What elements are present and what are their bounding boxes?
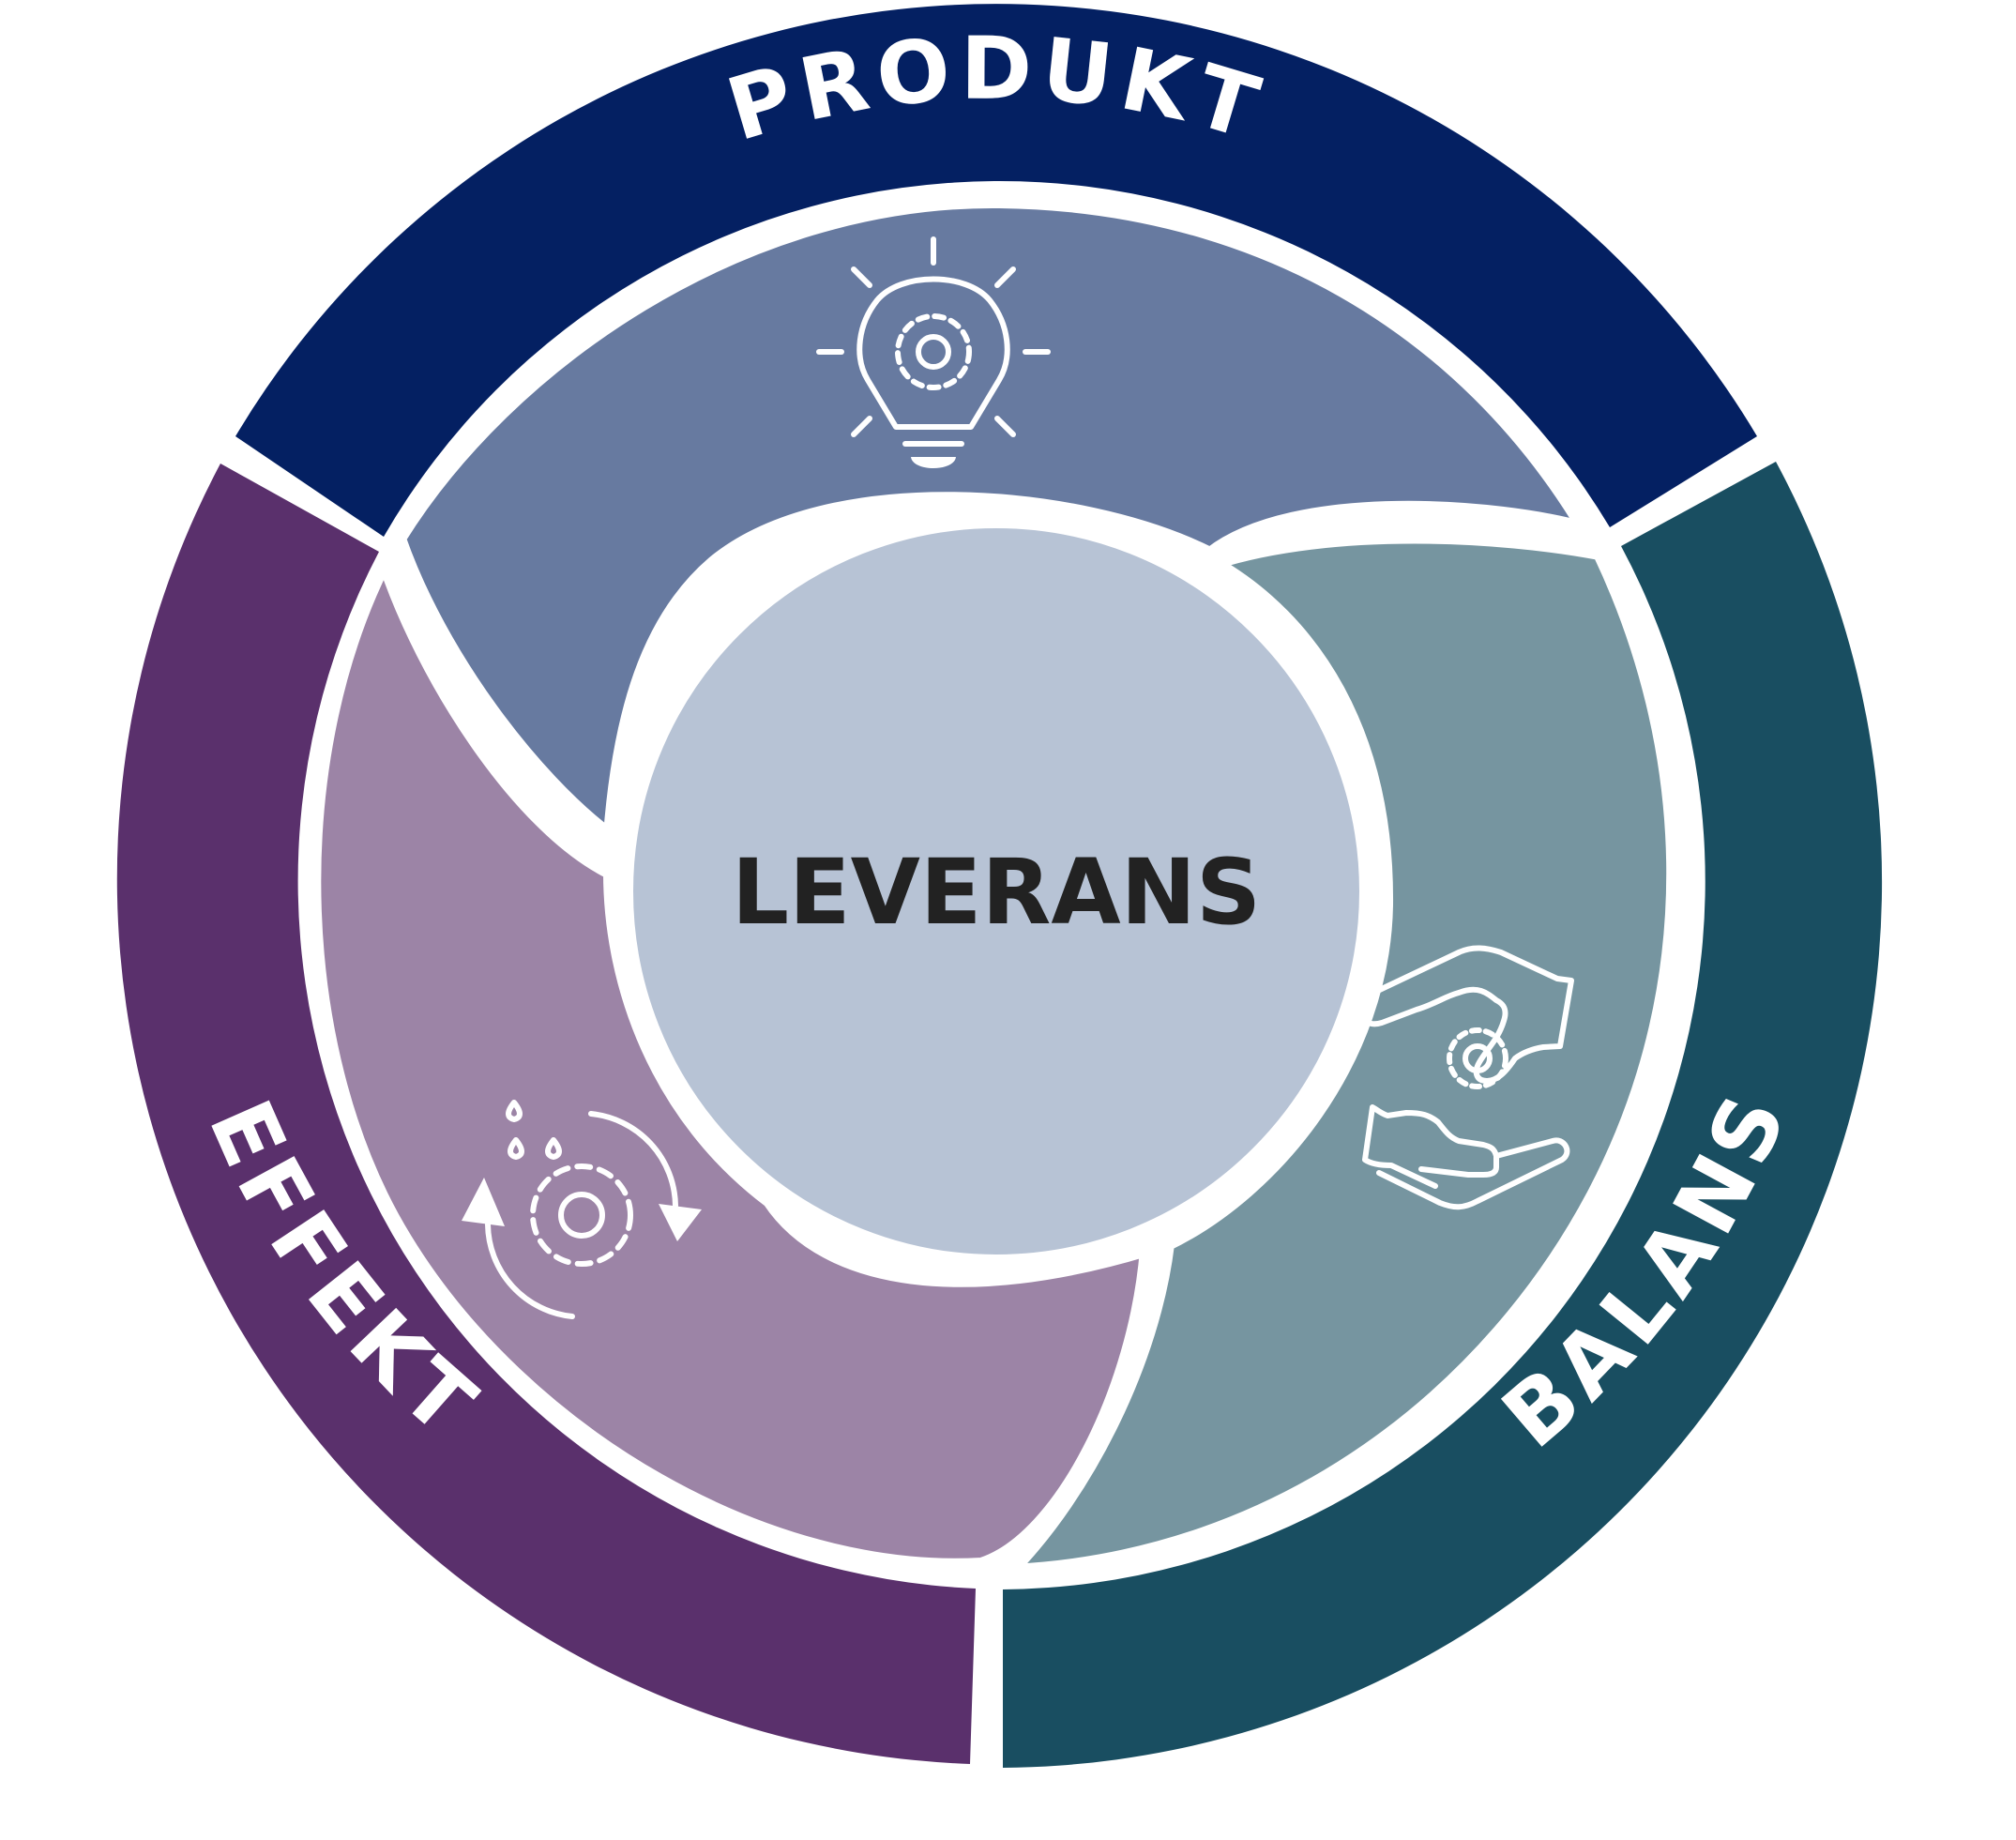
lightbulb-gear-icon bbox=[816, 236, 1051, 468]
ring-segment-balans bbox=[1003, 462, 1883, 1768]
center-label: LEVERANS bbox=[732, 840, 1261, 945]
ring-segment-produkt bbox=[235, 4, 1757, 537]
petal-balans bbox=[994, 530, 1680, 1578]
inner-petals bbox=[308, 194, 1680, 1578]
ring-segment-effekt bbox=[116, 464, 976, 1764]
outer-ring bbox=[116, 4, 1883, 1768]
petal-produkt bbox=[392, 194, 1599, 848]
gear-cycle-icon bbox=[462, 1100, 702, 1319]
center-circle bbox=[609, 504, 1384, 1279]
hands-gear-icon bbox=[1359, 945, 1574, 1210]
